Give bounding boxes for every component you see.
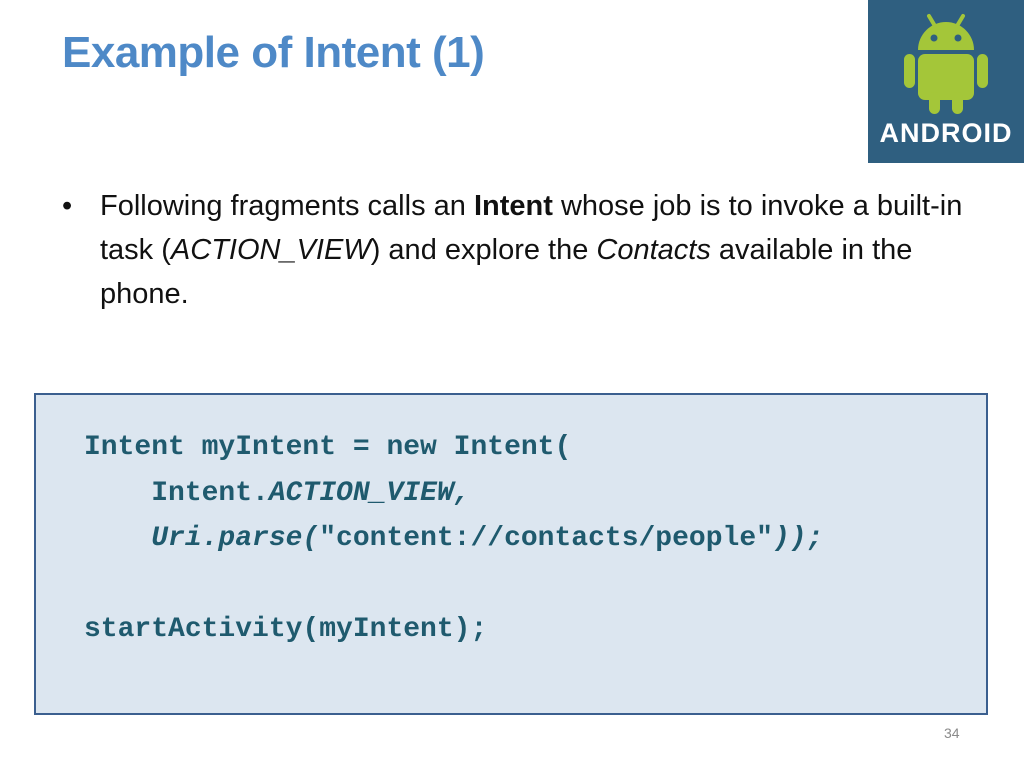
code-line-2: Intent.ACTION_VIEW, <box>84 478 470 509</box>
bullet-intent-term: Intent <box>473 190 553 222</box>
bullet-contacts-term: Contacts <box>596 234 711 266</box>
code-line-1: Intent myIntent = new Intent( <box>84 432 572 463</box>
code-token: Uri.parse( <box>84 523 320 554</box>
bullet-text-part: available in the phone. <box>100 234 913 310</box>
android-logo: ANDROID <box>868 0 1024 163</box>
bullet-text-part: Following fragments calls an <box>100 190 474 222</box>
bullet-item: • Following fragments calls an Intent wh… <box>62 184 972 316</box>
bullet-marker: • <box>62 190 73 222</box>
bullet-action-view-term: ACTION_VIEW <box>170 234 371 266</box>
code-token: ACTION_VIEW, <box>268 477 471 509</box>
code-block: Intent myIntent = new Intent( Intent.ACT… <box>34 393 988 715</box>
code-text: Intent myIntent = new Intent( Intent.ACT… <box>84 425 823 653</box>
code-token: )); <box>772 523 824 554</box>
android-wordmark: ANDROID <box>879 118 1013 148</box>
bullet-text-part: ) and explore the <box>370 234 597 266</box>
code-line-5: startActivity(myIntent); <box>84 614 488 645</box>
page-number: 34 <box>944 725 960 741</box>
code-token: "content://contacts/people" <box>319 523 773 554</box>
bullet-text-part: whose job is to invoke a built-in task ( <box>100 190 963 266</box>
bullet-text: Following fragments calls an Intent whos… <box>100 184 972 316</box>
code-line-3: Uri.parse("content://contacts/people")); <box>84 523 823 554</box>
android-robot-icon <box>904 14 988 114</box>
slide-title: Example of Intent (1) <box>62 28 485 77</box>
code-token: Intent. <box>84 477 269 509</box>
